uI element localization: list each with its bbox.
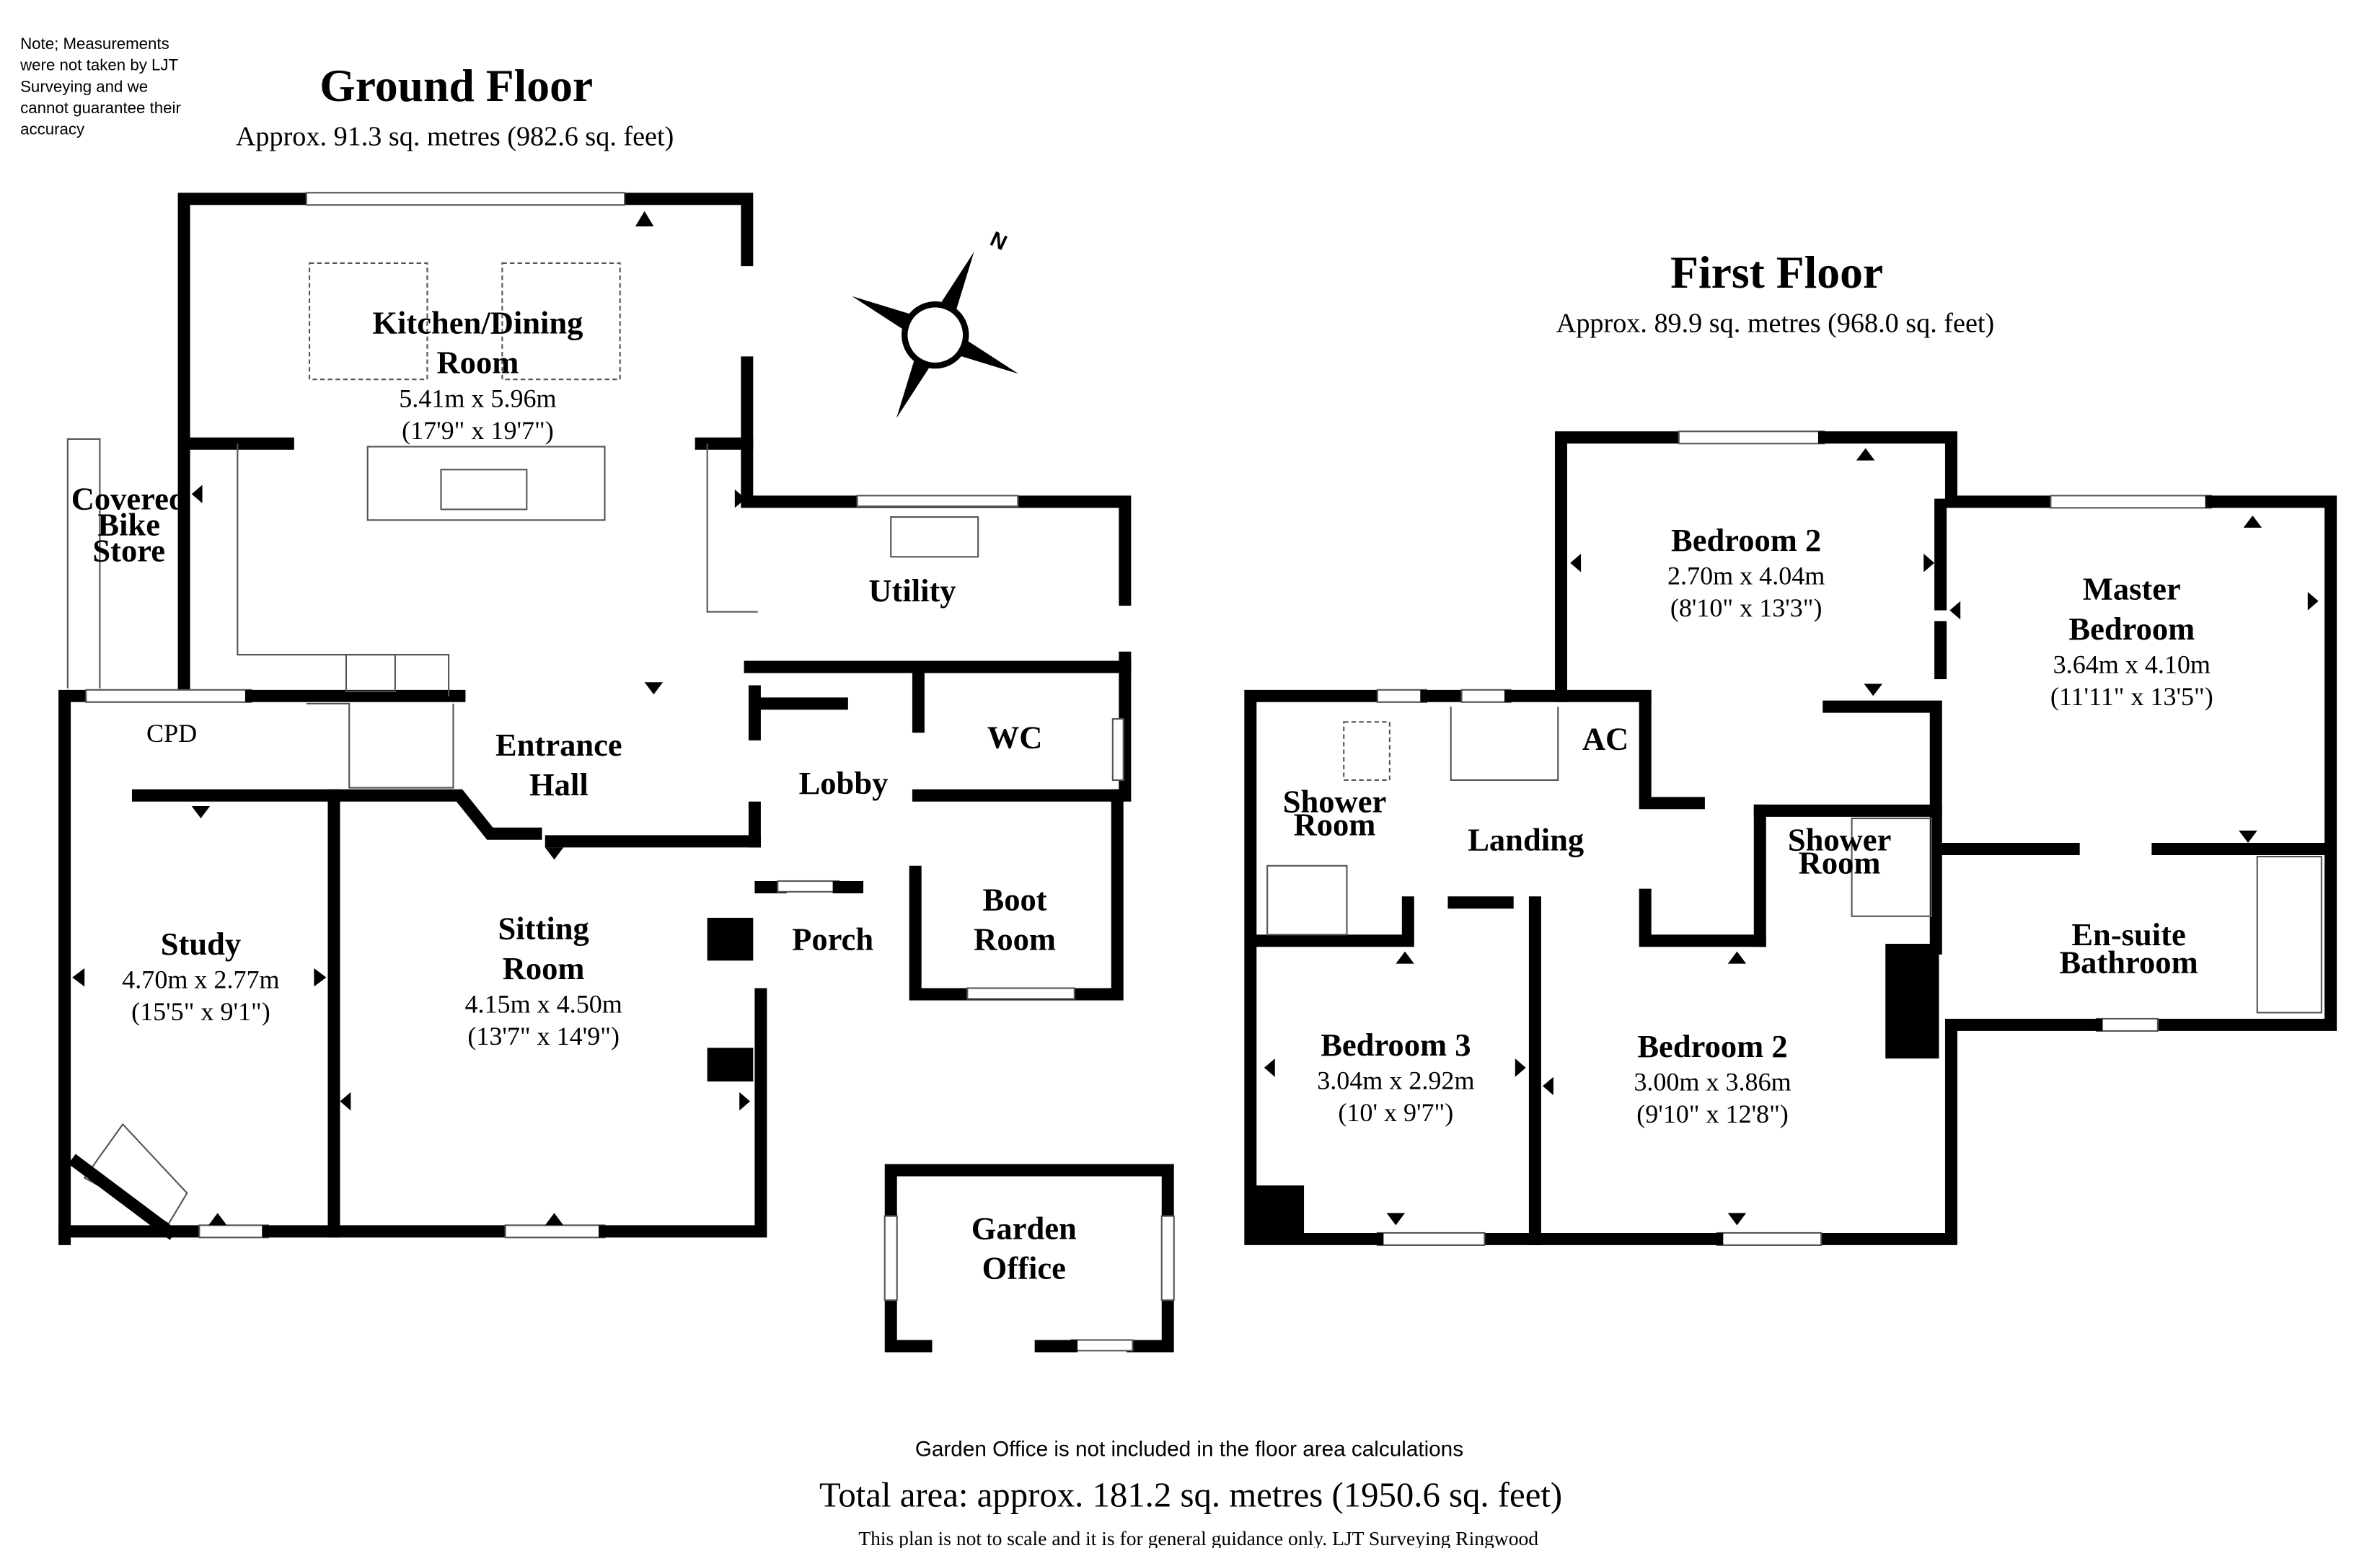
sitting-room-label: Room [503,950,585,986]
master-bedroom-imperial: (11'11" x 13'5") [2050,682,2213,711]
ground-floor-area: Approx. 91.3 sq. metres (982.6 sq. feet) [236,122,674,152]
first-floor-title: First Floor [1670,247,1883,298]
bike-store-label: Bike [97,507,160,543]
lobby-label: Lobby [799,765,889,801]
measurement-note: Note; Measurements were not taken by LJT… [19,35,181,138]
compass-icon [852,252,1019,418]
bedroom-2-lower-label: Bedroom 2 [1637,1028,1787,1064]
bedroom-3-imperial: (10' x 9'7") [1338,1098,1453,1127]
kitchen-imperial: (17'9" x 19'7") [402,416,554,445]
shower-room-left-label: Shower [1283,784,1387,820]
entrance-hall-label: Entrance [495,727,622,763]
disclaimer: This plan is not to scale and it is for … [858,1527,1538,1548]
sitting-room-label: Sitting [498,911,589,947]
note-line: cannot guarantee their [20,99,181,117]
study-imperial: (15'5" x 9'1") [131,997,270,1026]
wc-label: WC [987,719,1043,755]
north-label: N [987,227,1010,255]
shower-room-right-label: Room [1799,844,1881,880]
sitting-room-metric: 4.15m x 4.50m [465,989,622,1018]
bike-store-label: Store [92,533,165,569]
kitchen-label: Room [437,345,519,381]
ground-floor-title: Ground Floor [319,60,593,111]
bedroom-3-metric: 3.04m x 2.92m [1317,1066,1474,1095]
bedroom-2-label: Bedroom 2 [1671,522,1821,558]
note-line: were not taken by LJT [19,56,178,74]
master-bedroom-label: Bedroom [2068,611,2195,647]
cpd-label: CPD [146,719,197,748]
bedroom-3-label: Bedroom 3 [1321,1027,1471,1063]
ground-floor-walls [58,192,1175,1353]
shower-room-right-label: Shower [1788,822,1892,858]
garden-office-note: Garden Office is not included in the flo… [915,1438,1463,1461]
bedroom-2-lower-imperial: (9'10" x 12'8") [1636,1100,1789,1128]
first-floor-walls [1244,430,2337,1246]
landing-label: Landing [1468,822,1584,858]
door-markers [72,211,2319,1226]
shower-room-left-label: Room [1294,806,1376,842]
first-floor-area: Approx. 89.9 sq. metres (968.0 sq. feet) [1556,308,1994,338]
kitchen-metric: 5.41m x 5.96m [399,384,556,412]
bedroom-2-lower-metric: 3.00m x 3.86m [1634,1068,1791,1097]
total-area: Total area: approx. 181.2 sq. metres (19… [819,1476,1562,1515]
study-metric: 4.70m x 2.77m [122,965,279,994]
study-label: Study [161,926,241,962]
bike-store-label: Covered [71,480,187,516]
note-line: Note; Measurements [20,35,169,53]
master-bedroom-label: Master [2083,571,2181,607]
boot-room-label: Room [974,921,1056,957]
note-line: accuracy [20,120,85,138]
bedroom-2-metric: 2.70m x 4.04m [1667,561,1825,590]
garden-office-label: Office [982,1250,1066,1286]
kitchen-label: Kitchen/Dining [372,304,583,340]
entrance-hall-label: Hall [529,766,589,802]
note-line: Surveying and we [20,77,148,95]
first-floor-labels: Bedroom 2 2.70m x 4.04m (8'10" x 13'3") … [1283,522,2213,1128]
utility-label: Utility [868,572,956,609]
boot-room-label: Boot [983,881,1047,917]
porch-label: Porch [792,921,873,957]
ground-floor-labels: Kitchen/Dining Room 5.41m x 5.96m (17'9"… [71,304,1077,1286]
ac-label: AC [1582,721,1628,757]
garden-office-label: Garden [971,1210,1077,1246]
ensuite-label: En-suite [2071,916,2185,952]
bedroom-2-imperial: (8'10" x 13'3") [1670,593,1823,622]
ensuite-label: Bathroom [2059,944,2198,980]
sitting-room-imperial: (13'7" x 14'9") [467,1022,620,1051]
master-bedroom-metric: 3.64m x 4.10m [2053,650,2211,678]
